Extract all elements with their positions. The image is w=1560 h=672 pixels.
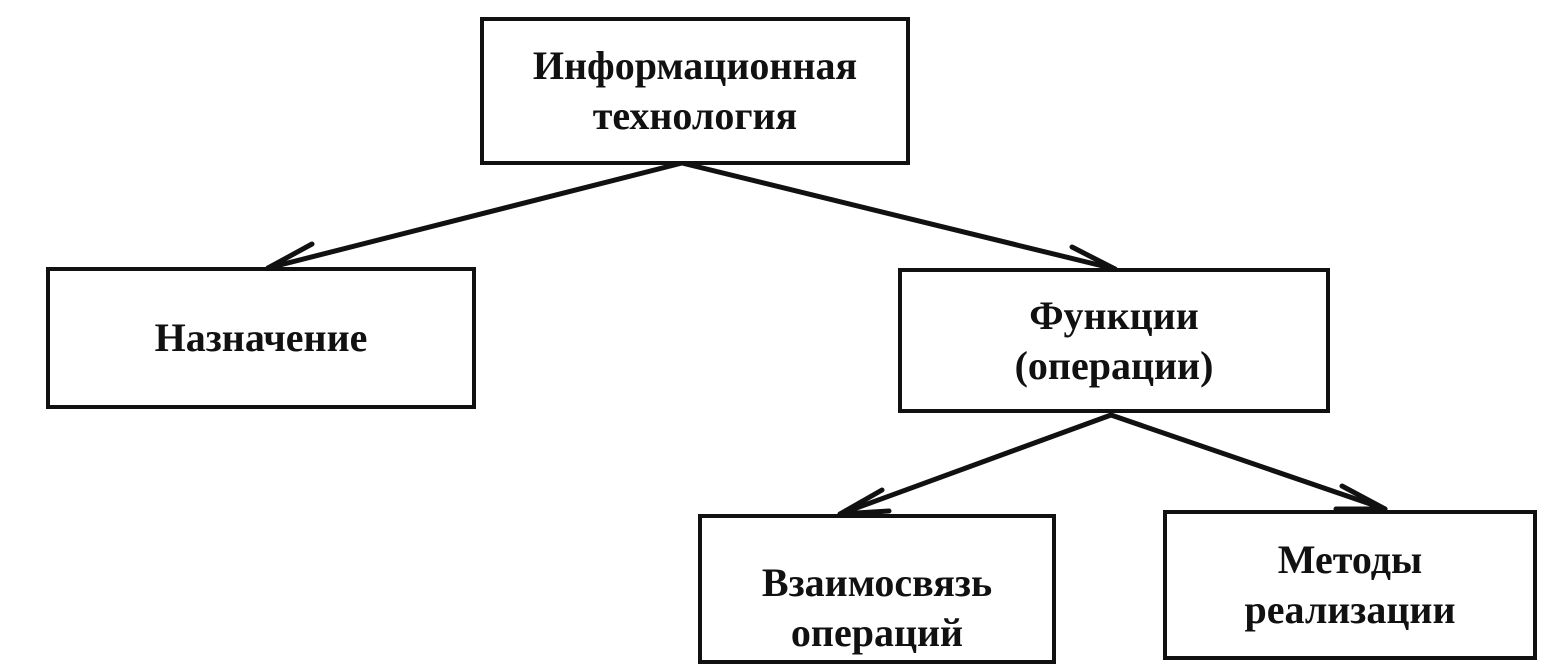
node-label: Назначение (154, 315, 368, 360)
edge-root-to-functions (679, 160, 1118, 278)
node-label: Информационная технология (532, 43, 858, 138)
node-purpose: Назначение (46, 267, 476, 409)
edge-functions-to-interrelation (837, 412, 1114, 517)
edge-root-to-purpose (265, 160, 685, 276)
node-information-technology: Информационная технология (480, 17, 910, 165)
node-label: Взаимосвязь операций (761, 560, 993, 655)
node-functions: Функции (операции) (898, 268, 1330, 413)
node-label: Функции (операции) (1014, 292, 1214, 388)
node-implementation-methods: Методы реализации (1163, 510, 1537, 660)
node-operations-interrelation: Взаимосвязь операций (698, 514, 1056, 664)
node-label: Методы реализации (1244, 537, 1456, 632)
edge-functions-to-methods (1108, 412, 1388, 512)
